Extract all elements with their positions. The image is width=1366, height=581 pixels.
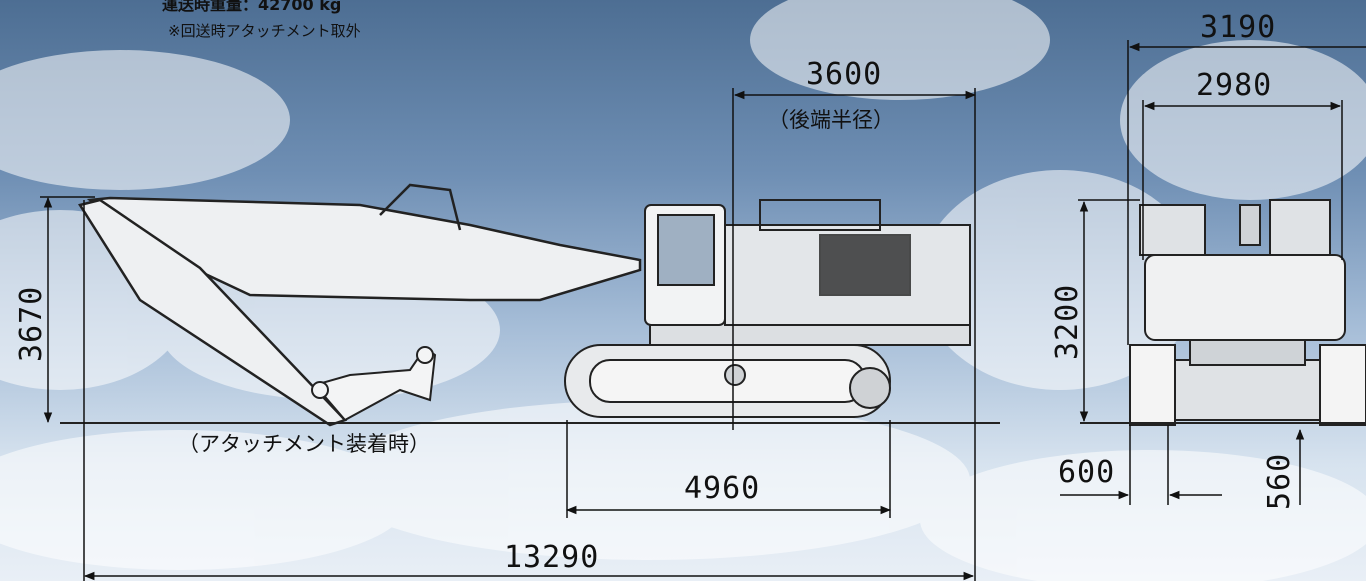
shoe-width-value: 600 <box>1058 455 1116 490</box>
crusher-attachment <box>311 346 437 422</box>
crawler-length-value: 4960 <box>684 471 761 506</box>
boom-arm <box>78 183 642 427</box>
attachment-mounted-label: （アタッチメント装着時） <box>178 432 430 456</box>
overall-length-value: 13290 <box>504 540 600 575</box>
transport-weight-note: 運送時重量：42700 kg <box>162 0 342 14</box>
height-with-attachment-value: 3670 <box>14 285 49 362</box>
overall-width-value: 3190 <box>1200 10 1277 45</box>
left-track <box>1129 344 1176 426</box>
tail-radius-value: 3600 <box>806 57 883 92</box>
upper-width-value: 2980 <box>1196 68 1273 103</box>
tail-radius-label: （後端半径） <box>768 108 894 132</box>
attachment-removed-note: ※回送時アタッチメント取外 <box>168 22 361 40</box>
ground-clearance-value: 560 <box>1262 452 1297 510</box>
counterweight <box>1144 254 1346 341</box>
overall-height-value: 3200 <box>1050 283 1085 360</box>
